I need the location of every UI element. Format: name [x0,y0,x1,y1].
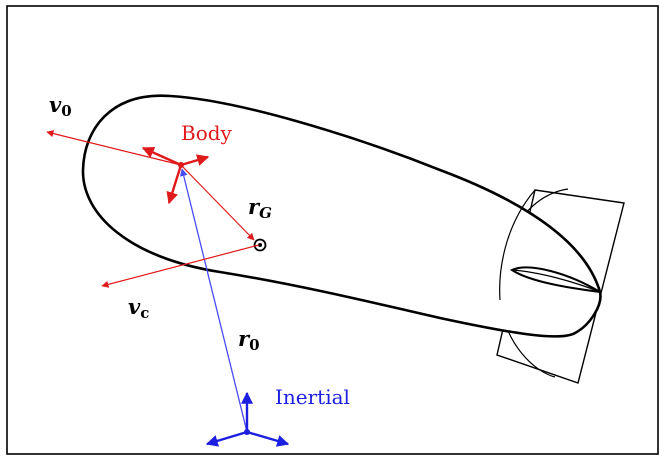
body-axis-2 [180,154,210,167]
label-body: Body [181,121,233,145]
label-vc: vc [128,294,149,322]
body-frame-axes [141,146,210,205]
label-inertial: Inertial [275,385,350,409]
rG-vector [180,164,255,241]
v0-vector [46,130,182,166]
label-r0: r0 [238,326,260,354]
r0-vector-line [179,168,248,433]
inertial-axis-left [205,430,248,447]
horizontal-fin-inner [511,269,601,293]
inertial-frame-axes [205,391,290,447]
inertial-origin [244,429,250,435]
body-axis-3 [166,164,183,205]
label-v0: v0 [49,92,72,120]
inertial-axis-right [246,430,290,447]
vc-vector [101,244,260,288]
rudder-leading-edge [499,189,536,301]
body-axis-1 [141,146,182,167]
figure-border [6,5,659,455]
label-rG: rG [248,194,272,222]
body-origin [178,162,184,168]
airship-hull [81,94,602,338]
center-of-gravity-marker [253,238,267,252]
